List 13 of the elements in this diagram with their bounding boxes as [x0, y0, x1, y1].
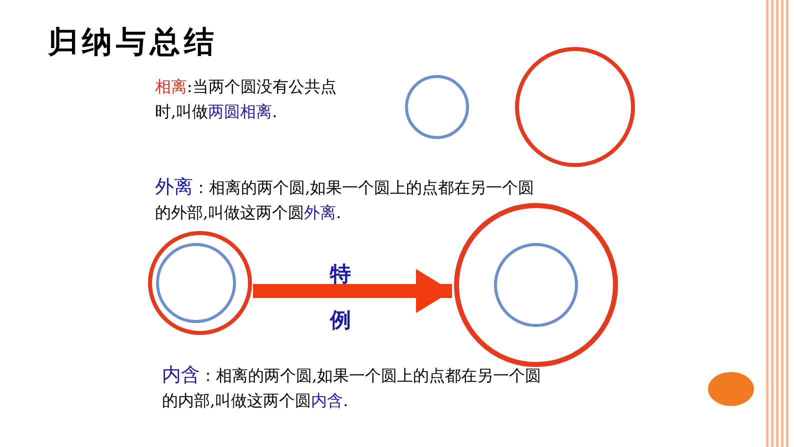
arrow: [253, 269, 452, 313]
circle: [156, 243, 236, 323]
definition-text: 内含：相离的两个圆,如果一个圆上的点都在另一个圆的内部,叫做这两个圆内含.: [162, 363, 542, 412]
circle: [454, 203, 618, 367]
circle: [515, 47, 635, 167]
annotation-text: 特: [330, 261, 351, 288]
definition-text: 外离：相离的两个圆,如果一个圆上的点都在另一个圆的外部,叫做这两个圆外离.: [155, 175, 536, 224]
slide-title: 归纳与总结: [48, 24, 218, 62]
annotation-text: 例: [330, 307, 351, 334]
circle: [148, 231, 252, 335]
circle: [494, 243, 578, 327]
definition-text: 相离:当两个圆没有公共点时,叫做两圆相离.: [155, 76, 338, 123]
circle: [405, 75, 469, 139]
